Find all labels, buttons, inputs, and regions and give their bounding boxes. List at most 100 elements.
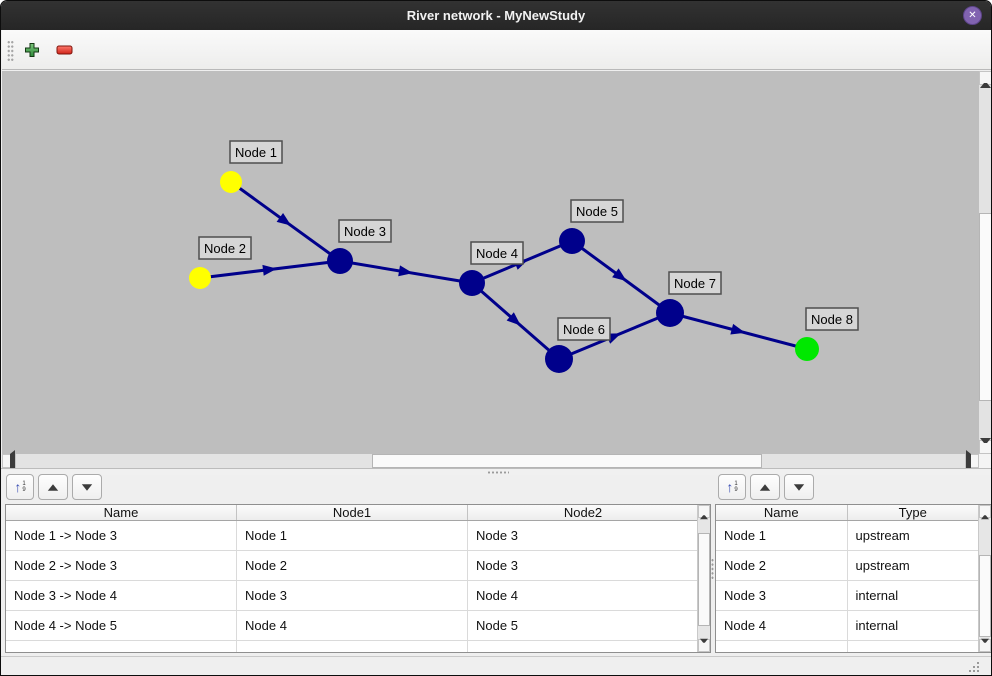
add-node-button[interactable] [19,37,45,63]
scroll-down-button[interactable] [979,437,991,454]
table-row[interactable] [6,641,698,652]
title-bar[interactable]: River network - MyNewStudy ✕ [1,1,991,30]
vertical-scroll-thumb[interactable] [979,213,991,401]
node-label-box[interactable] [557,317,611,341]
table-cell[interactable]: Node 3 [237,581,468,610]
minus-icon [56,45,72,55]
node-label: Node 2 [204,241,246,256]
table-cell[interactable]: internal [855,618,899,633]
remove-node-button[interactable] [51,37,77,63]
triangle-down-icon [700,638,708,652]
table-cell[interactable]: upstream [855,558,910,573]
table-row[interactable] [716,641,979,652]
network-node[interactable] [656,299,684,327]
column-header: Name [716,505,848,520]
triangle-right-icon [966,450,978,472]
table-cell[interactable]: Node 3 [476,528,518,543]
scroll-up-button[interactable] [698,505,710,519]
edge-arrow-icon [612,268,627,282]
close-button[interactable]: ✕ [963,6,982,25]
table-cell[interactable] [237,641,468,652]
network-node[interactable] [459,270,485,296]
triangle-up-icon [759,483,771,491]
resize-grip[interactable] [977,662,989,674]
table-cell[interactable]: Node 3 [476,558,518,573]
table-cell[interactable]: Node 1 [716,521,848,550]
scroll-down-button[interactable] [979,638,991,652]
horizontal-scroll-thumb[interactable] [372,454,762,468]
node-label-box[interactable] [229,140,283,164]
table-cell[interactable]: Node 4 -> Node 5 [6,611,237,640]
network-node[interactable] [220,171,242,193]
node-label-box[interactable] [805,307,859,331]
nodes-table-scrollbar[interactable] [978,505,991,652]
network-node[interactable] [795,337,819,361]
close-icon: ✕ [968,10,977,21]
column-header: Type [898,505,927,520]
table-cell[interactable]: Node 1 -> Node 3 [6,521,237,550]
table-cell[interactable] [468,641,698,652]
node-label-box[interactable] [470,241,524,265]
network-node[interactable] [559,228,585,254]
vertical-scroll-thumb[interactable] [979,555,991,637]
network-node[interactable] [545,345,573,373]
scroll-right-button[interactable] [965,450,979,472]
triangle-down-icon [981,638,989,652]
node-label: Node 1 [235,145,277,160]
table-cell[interactable]: Node 3 [716,581,848,610]
network-node[interactable] [189,267,211,289]
table-cell[interactable]: Node 2 [716,551,848,580]
table-cell[interactable]: Node 4 [237,611,468,640]
network-node[interactable] [327,248,353,274]
node-label-box[interactable] [338,219,392,243]
canvas-vertical-scrollbar[interactable] [979,71,991,454]
branches-move-up-button[interactable] [38,474,68,500]
vertical-splitter[interactable] [710,506,715,651]
table-cell[interactable] [716,641,848,652]
column-header: Name [6,505,237,520]
table-row[interactable]: Node 3 internal [716,581,978,611]
scroll-down-button[interactable] [698,638,710,652]
toolbar-drag-handle[interactable] [7,40,14,62]
node-label: Node 5 [576,204,618,219]
scroll-left-button[interactable] [2,450,16,472]
nodes-move-down-button[interactable] [784,474,814,500]
nodes-move-up-button[interactable] [750,474,780,500]
canvas-horizontal-scrollbar[interactable] [2,450,979,472]
table-cell[interactable]: internal [855,588,899,603]
table-cell[interactable] [848,641,979,652]
branches-move-down-button[interactable] [72,474,102,500]
table-cell[interactable]: Node 1 [237,521,468,550]
branches-table-scrollbar[interactable] [697,505,710,652]
node-label-box[interactable] [198,236,252,260]
horizontal-splitter[interactable] [1,468,991,475]
triangle-up-icon [700,505,708,519]
table-cell[interactable]: Node 4 [716,611,848,640]
table-cell[interactable]: Node 2 -> Node 3 [6,551,237,580]
scrollbar-corner [979,454,991,468]
table-cell[interactable]: upstream [855,528,910,543]
vertical-scroll-thumb[interactable] [698,533,710,626]
scroll-up-button[interactable] [979,71,991,88]
node-label: Node 3 [344,224,386,239]
table-cell[interactable] [6,641,237,652]
table-cell[interactable]: Node 3 -> Node 4 [6,581,237,610]
node-label-box[interactable] [668,271,722,295]
table-cell[interactable]: Node 5 [476,618,518,633]
table-row[interactable]: Node 1 upstream [716,521,978,551]
table-cell[interactable]: Node 2 [237,551,468,580]
table-row[interactable]: Node 2 upstream [716,551,978,581]
edge-arrow-icon [506,312,521,326]
table-cell[interactable]: Node 4 [476,588,518,603]
table-row[interactable]: Node 4 internal [716,611,978,641]
scroll-up-button[interactable] [979,505,991,519]
node-label-box[interactable] [570,199,624,223]
